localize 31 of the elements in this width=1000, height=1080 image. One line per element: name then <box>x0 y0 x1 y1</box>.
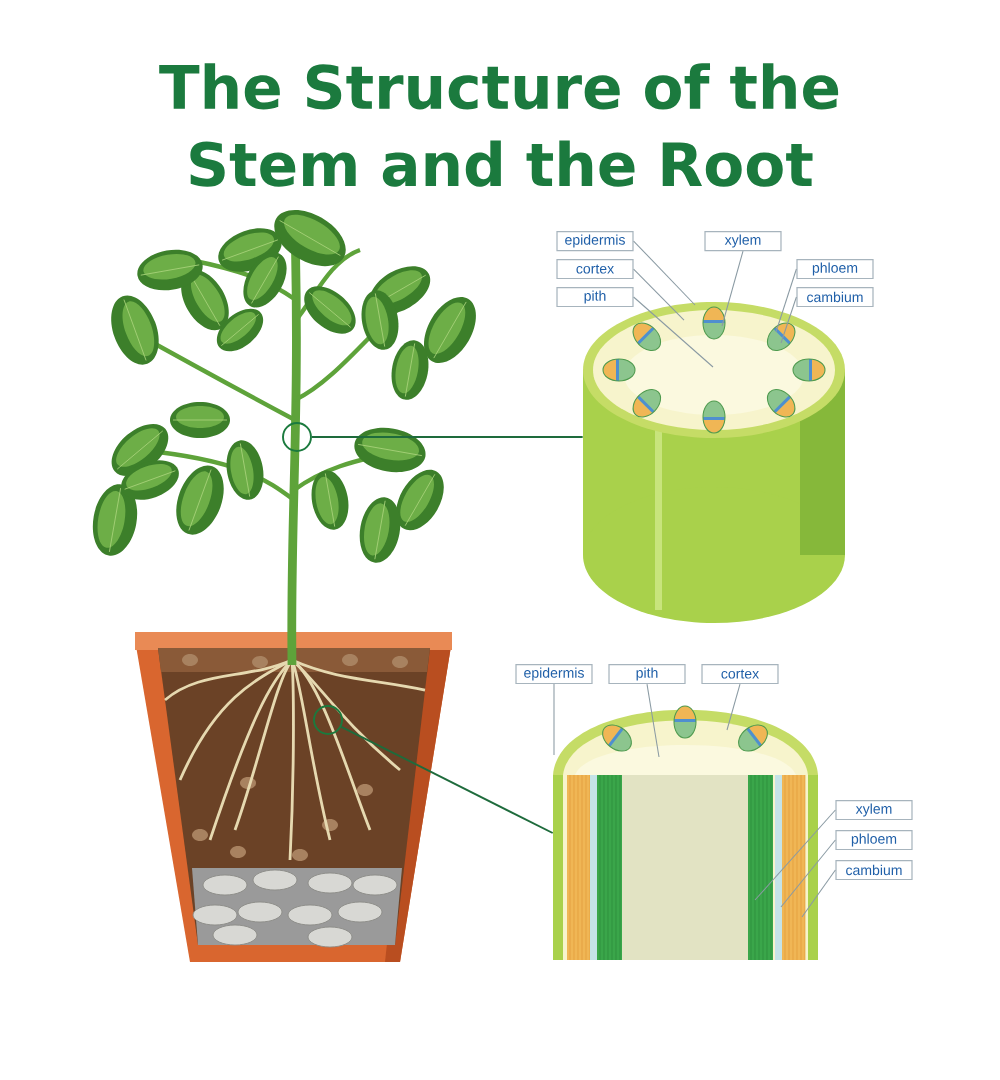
connector-line <box>311 436 584 438</box>
label-box: phloem <box>835 829 913 851</box>
leader-line <box>633 240 696 306</box>
leader-line <box>775 268 797 333</box>
leader-line <box>780 839 836 908</box>
stem-cross-section-drawing <box>583 302 845 623</box>
diagram-title: The Structure of the Stem and the Root <box>159 63 839 187</box>
leader-line <box>633 268 685 321</box>
leader-line <box>553 683 555 756</box>
magnifier-circle <box>282 422 312 452</box>
label-box: xylem <box>835 799 913 821</box>
label-box: cortex <box>556 258 634 280</box>
leader-line <box>780 296 797 344</box>
connector-line <box>340 725 554 834</box>
label-box: pith <box>608 663 686 685</box>
leader-line <box>801 869 836 918</box>
leader-line <box>721 250 744 327</box>
root-cross-section-drawing <box>553 705 818 961</box>
label-box: cambium <box>835 859 913 881</box>
leader-line <box>633 296 714 368</box>
magnifier-circle <box>313 705 343 735</box>
label-box: cambium <box>796 286 874 308</box>
label-box: phloem <box>796 258 874 280</box>
label-box: pith <box>556 286 634 308</box>
leader-line <box>754 809 836 901</box>
leader-line <box>726 683 741 731</box>
label-box: epidermis <box>556 230 634 252</box>
label-box: xylem <box>704 230 782 252</box>
leader-line <box>646 683 660 758</box>
label-box: cortex <box>701 663 779 685</box>
label-box: epidermis <box>515 663 593 685</box>
